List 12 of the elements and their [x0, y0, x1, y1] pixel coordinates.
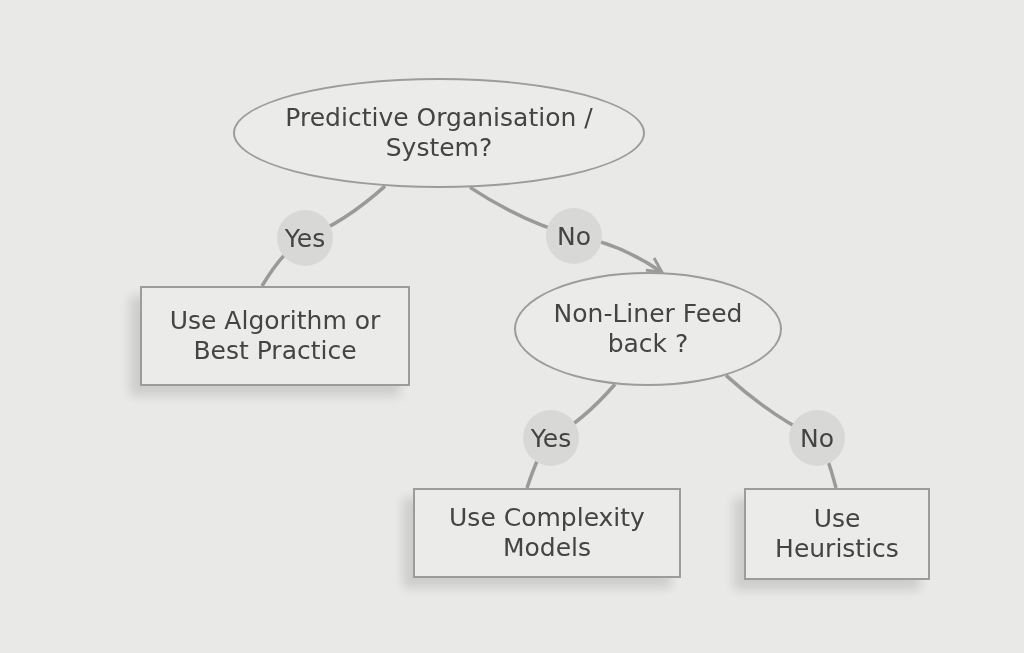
outcome-box	[744, 488, 930, 580]
outcome-box	[140, 286, 410, 386]
outcome-box	[413, 488, 681, 578]
node-text: Use Heuristics	[774, 504, 900, 564]
edge-label: Yes	[277, 210, 333, 266]
node-text: Use Complexity Models	[448, 503, 646, 563]
node-text: Use Algorithm or Best Practice	[168, 306, 382, 366]
node-text: Predictive Organisation / System?	[284, 103, 594, 163]
edge-label: No	[546, 208, 602, 264]
edge-label: No	[789, 410, 845, 466]
node-text: Non-Liner Feed back ?	[552, 299, 744, 359]
edge-label: Yes	[523, 410, 579, 466]
